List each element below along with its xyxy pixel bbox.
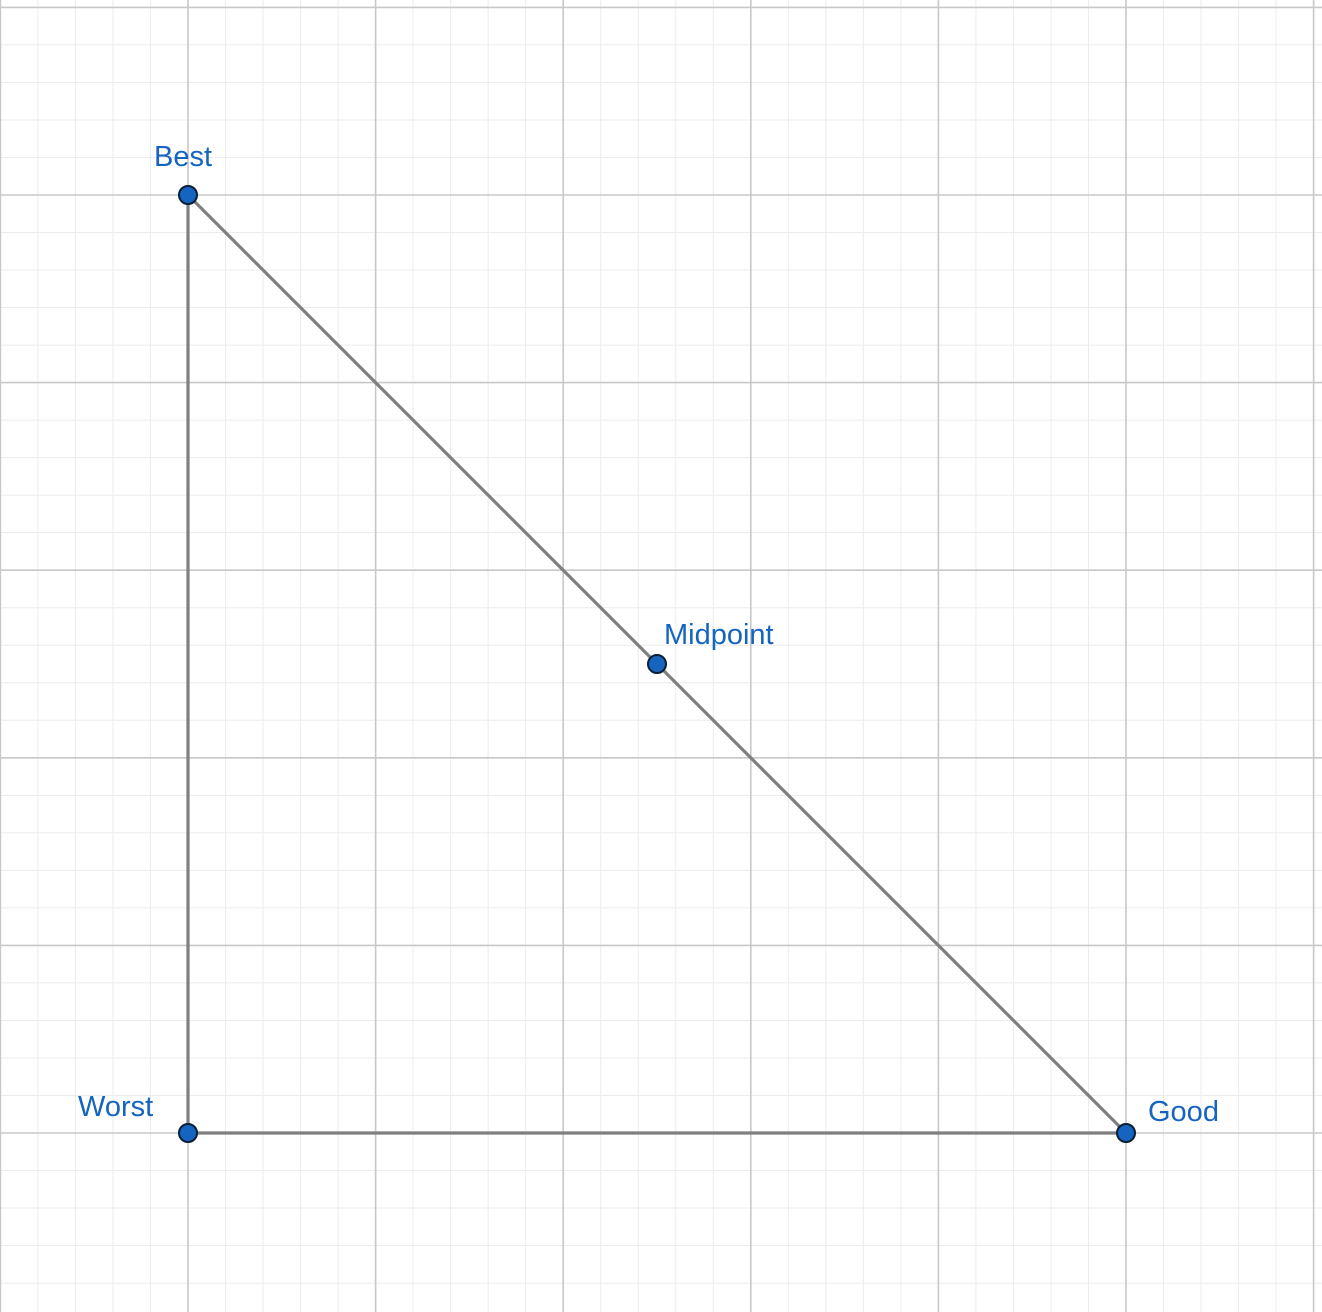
label-midpoint: Midpoint bbox=[664, 619, 774, 651]
point-worst[interactable] bbox=[178, 1123, 198, 1143]
point-good[interactable] bbox=[1116, 1123, 1136, 1143]
point-labels: Best Worst Good Midpoint bbox=[78, 141, 1219, 1128]
point-best[interactable] bbox=[178, 185, 198, 205]
label-worst: Worst bbox=[78, 1091, 153, 1123]
label-good: Good bbox=[1148, 1096, 1219, 1128]
point-midpoint[interactable] bbox=[647, 654, 667, 674]
points bbox=[178, 185, 1136, 1143]
label-best: Best bbox=[154, 141, 212, 173]
